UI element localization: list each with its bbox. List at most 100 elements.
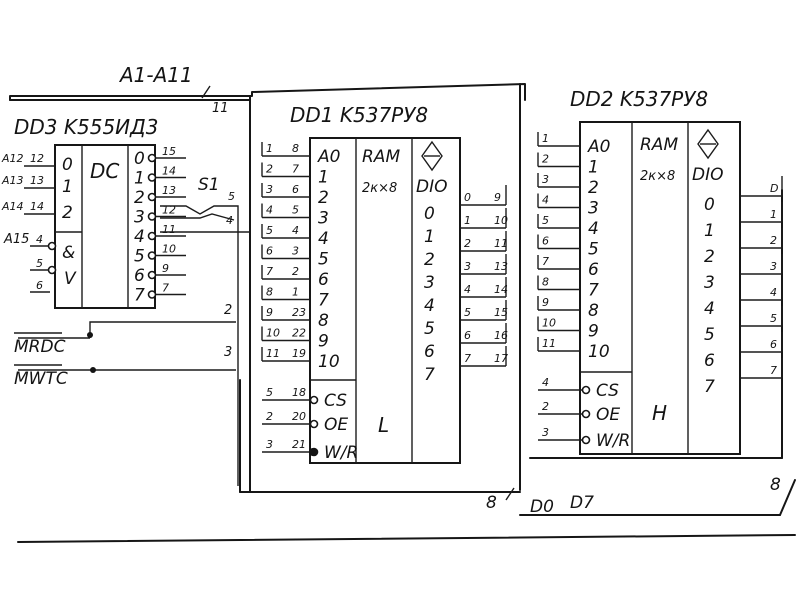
dd1-addr-label: 10 — [318, 352, 340, 372]
dd1-data-pin: 6 — [464, 329, 471, 342]
dd1-addr-bus-index: 5 — [266, 224, 273, 237]
switch-pin-5: 5 — [228, 190, 235, 203]
dd1-addr-pin: 4 — [292, 224, 299, 237]
dd1-title: DD1 K537РУ8 — [290, 103, 428, 127]
dd3-output-bubble — [147, 173, 157, 182]
dd1-addr-label: 8 — [318, 311, 329, 331]
dd1-ctrl-bubble — [309, 419, 319, 429]
dd2-ctrl-bus-index: 3 — [542, 426, 549, 439]
dd1-addr-bus-index: 1 — [266, 142, 273, 155]
dd2-ctrl-bus-index: 4 — [542, 376, 549, 389]
dd3-function: DC — [90, 159, 119, 183]
dd1-addr-bus-index: 3 — [266, 183, 273, 196]
dd1-data-label: 6 — [424, 342, 435, 362]
dd1-addr-label: 5 — [318, 250, 329, 270]
dd3-inverter-bubble — [47, 265, 57, 275]
dd3-output-pin: 15 — [162, 145, 176, 158]
dd2-data-label: 0 — [704, 195, 715, 215]
mrdc-label: MRDC — [14, 337, 66, 357]
dd3-output-bit: 1 — [134, 169, 145, 189]
dd3-input-bit: 2 — [62, 203, 73, 223]
dd2-data-label: 5 — [704, 325, 715, 345]
mwtc-label: MWTC — [14, 369, 68, 389]
address-bus-label: A1-A11 — [118, 63, 193, 87]
dd2-data-bus-index: 2 — [770, 234, 777, 247]
dd2-data-label: 3 — [704, 273, 715, 293]
dd3-input-addr: A12 — [1, 152, 24, 165]
dd3-output-pin: 11 — [162, 223, 176, 236]
dd1-data-bus-index: 14 — [494, 283, 508, 296]
dd3-output-bubble — [147, 231, 157, 241]
dd1-ctrl-label: OE — [324, 415, 348, 435]
dd1-addr-bus-index: 4 — [266, 204, 273, 217]
dd2-addr-label: 10 — [588, 342, 610, 362]
dd3-output-bubble — [147, 290, 157, 299]
dd1-data-pin: 1 — [464, 214, 471, 227]
dd1-data-label: 1 — [424, 227, 435, 247]
dd2-addr-label: 6 — [588, 260, 599, 280]
bus-frames — [9, 83, 796, 543]
dd2-ctrl-bubble — [581, 435, 591, 445]
dd1-addr-pin: 19 — [292, 347, 306, 360]
dd2-diamond-icon — [697, 128, 719, 160]
dd1-size: 2к×8 — [362, 181, 397, 196]
dd1-data-pin: 7 — [464, 352, 471, 365]
dd3-title: DD3 K555ИД3 — [14, 115, 158, 139]
switch-label: S1 — [198, 175, 220, 195]
dd1-data-bus-index: 11 — [494, 237, 508, 250]
dd1-addr-label: 9 — [318, 332, 329, 352]
dd1-ctrl-pin: 20 — [292, 410, 306, 423]
data-bus-label-d0: D0 — [530, 497, 554, 517]
dd1-addr-bus-index: 7 — [266, 265, 273, 278]
dd1-addr-bus-index: 9 — [266, 306, 273, 319]
dd2-ctrl-bubble — [581, 385, 591, 395]
dd3-output-bubble — [147, 192, 157, 202]
dd1-ctrl-bus-index: 2 — [266, 410, 273, 423]
dd3-output-bit: 6 — [134, 266, 145, 286]
dd1-addr-bus-index: 2 — [266, 163, 273, 176]
dd1-type: RAM — [362, 147, 400, 167]
dd2-addr-bus-index: 1 — [542, 132, 549, 145]
dd1-addr-pin: 2 — [292, 265, 299, 278]
dd3-output-bit: 3 — [134, 208, 145, 228]
dd3-output-bubble — [147, 212, 157, 221]
dd1-data-bus-index: 15 — [494, 306, 508, 319]
dd2-data-bus-index: 4 — [770, 286, 777, 299]
dd2-addr-label: 8 — [588, 301, 599, 321]
address-bus-count: 11 — [212, 101, 229, 116]
dd2-data-bus-index: 3 — [770, 260, 777, 273]
dd3-output-bit: 4 — [134, 227, 145, 247]
dd1-ctrl-bus-index: 5 — [266, 386, 273, 399]
dd1-dio: DIO — [416, 177, 448, 197]
dd1-addr-label: 7 — [318, 291, 329, 311]
dd1-addr-pin: 5 — [292, 204, 299, 217]
dd1-addr-bus-index: 8 — [266, 286, 273, 299]
dd3-enable-pin: 4 — [36, 233, 43, 246]
dd3-output-pin: 10 — [162, 243, 176, 256]
dd2-data-bus-index: 1 — [770, 208, 777, 221]
dd1-data-pin: 5 — [464, 306, 471, 319]
dd2-ctrl-bus-index: 2 — [542, 400, 549, 413]
dd1-ctrl-label: CS — [324, 391, 347, 411]
dd2-addr-bus-index: 8 — [542, 276, 549, 289]
dd1-addr-bus-index: 6 — [266, 245, 273, 258]
dd1-addr-pin: 22 — [292, 327, 306, 340]
dd1-addr-pin: 23 — [292, 306, 306, 319]
dd3-or-symbol: V — [64, 269, 77, 289]
dd2-data-label: 7 — [704, 377, 715, 397]
dd2-addr-bus-index: 10 — [542, 317, 556, 330]
dd1-ctrl-pin: 21 — [292, 438, 306, 451]
dd2-ctrl-label: CS — [596, 381, 619, 401]
dd2-addr-bus-index: 5 — [542, 214, 549, 227]
dd1-data-label: 0 — [424, 204, 435, 224]
dd2-dio: DIO — [692, 165, 724, 185]
dd1-side: L — [378, 413, 389, 437]
dd3-input-addr: A14 — [1, 200, 24, 213]
switch-s1: S1 5 4 — [160, 175, 250, 486]
dd3-inverter-bubble — [47, 241, 57, 251]
dd2-addr-label: 4 — [588, 219, 599, 239]
dd1-data-bus-index: 10 — [494, 214, 508, 227]
dd3-and-symbol: & — [62, 243, 75, 263]
dd3-enable-addr: A15 — [3, 232, 29, 247]
data-bus-label-d7: D7 — [570, 493, 594, 513]
